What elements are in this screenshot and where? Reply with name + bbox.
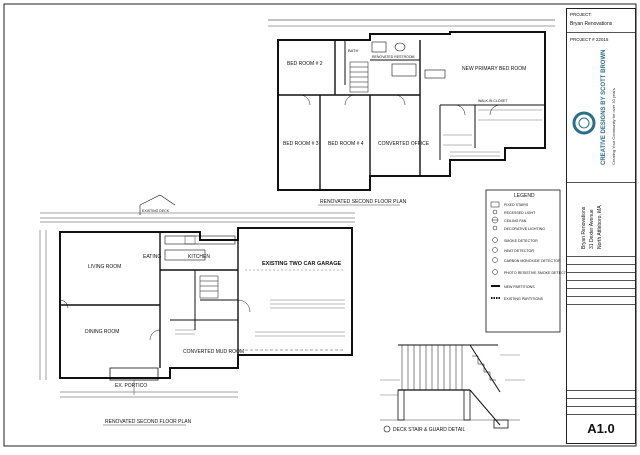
kitchen-label: KITCHEN [188, 254, 210, 260]
legend-item-label: CEILING FAN [504, 219, 527, 223]
legend-item-label: HEAT DETECTOR [504, 249, 534, 253]
bedroom-4-label: BED ROOM # 4 [328, 141, 364, 147]
revision-row [567, 297, 635, 305]
converted-office-label: CONVERTED OFFICE [378, 141, 430, 147]
primary-bedroom-label: NEW PRIMARY BED ROOM [462, 66, 526, 72]
drawn-row [567, 391, 635, 399]
project-name: Bryan Renovations [570, 21, 613, 27]
bedroom-3-label: BED ROOM # 3 [283, 141, 319, 147]
client-name: Bryan Renovations [581, 206, 587, 249]
detail-marker [383, 425, 391, 433]
legend-item-label: EXISTING PARTITIONS [504, 297, 544, 301]
sheet-number: A1.0 [587, 421, 615, 436]
scale-row [567, 407, 635, 415]
eating-label: EATING [143, 254, 161, 260]
legend-item-label: CARBON MONOXIDE DETECTOR [504, 259, 561, 263]
revision-row [567, 265, 635, 273]
portico-label: EX. PORTICO [115, 383, 147, 389]
walkin-closet-label: WALK-IN CLOSET [478, 99, 508, 103]
legend-title: LEGEND [514, 193, 535, 199]
legend-box [485, 189, 561, 333]
revision-row [567, 289, 635, 297]
blank-cell [567, 305, 635, 391]
renovated-restroom-label: RENOVATED RESTROOM [372, 55, 415, 59]
dining-room-label: DINING ROOM [85, 329, 119, 335]
project-cell: PROJECT: Bryan Renovations [567, 9, 635, 33]
revision-row [567, 281, 635, 289]
client-address: 31 Dexter Avenue [589, 209, 595, 249]
firm-logo [572, 111, 596, 135]
legend-item-label: PHOTO RESISTIVE SMOKE DETECTOR [504, 271, 572, 275]
existing-deck-label: EXISTING DECK [142, 209, 170, 213]
mud-room-label: CONVERTED MUD ROOM [183, 349, 244, 355]
legend-item-label: FIXED STAIRS [504, 203, 529, 207]
revision-row [567, 257, 635, 265]
deck-stair-detail [380, 344, 525, 429]
deck-detail-title: DECK STAIR & GUARD DETAIL [393, 427, 466, 433]
legend-items: FIXED STAIRS RECESSED LIGHT CEILING FAN DEC… [504, 203, 572, 301]
project-number: PROJECT # 22015 [570, 37, 609, 42]
second-floor-plan [268, 19, 555, 191]
bedroom-2-label: BED ROOM # 2 [287, 61, 323, 67]
legend-item-label: NEW PARTITIONS [504, 285, 535, 289]
living-room-label: LIVING ROOM [88, 264, 121, 270]
garage-label: EXISTING TWO CAR GARAGE [262, 261, 341, 267]
first-floor-title: RENOVATED SECOND FLOOR PLAN [105, 419, 192, 425]
firm-tagline: Creating Your Community for over 30 year… [611, 88, 616, 165]
firm-cell: PROJECT # 22015 CREATIVE DESIGNS BY SCOT… [567, 33, 635, 183]
firm-name: CREATIVE DESIGNS BY SCOTT BROWN [601, 49, 607, 165]
legend-item-label: DECORATIVE LIGHTING [504, 227, 545, 231]
project-label: PROJECT: [570, 12, 592, 17]
first-floor-plan [39, 194, 355, 398]
legend-item-label: SMOKE DETECTOR [504, 239, 538, 243]
legend-item-label: RECESSED LIGHT [504, 211, 536, 215]
bath-label: BATH [348, 48, 358, 53]
date-row [567, 399, 635, 407]
client-cell: Bryan Renovations 31 Dexter Avenue North… [567, 183, 635, 257]
client-town: North Attleboro, MA [597, 205, 603, 249]
second-floor-title: RENOVATED SECOND FLOOR PLAN [320, 199, 407, 205]
title-block: PROJECT: Bryan Renovations PROJECT # 220… [566, 8, 636, 444]
revision-row [567, 273, 635, 281]
